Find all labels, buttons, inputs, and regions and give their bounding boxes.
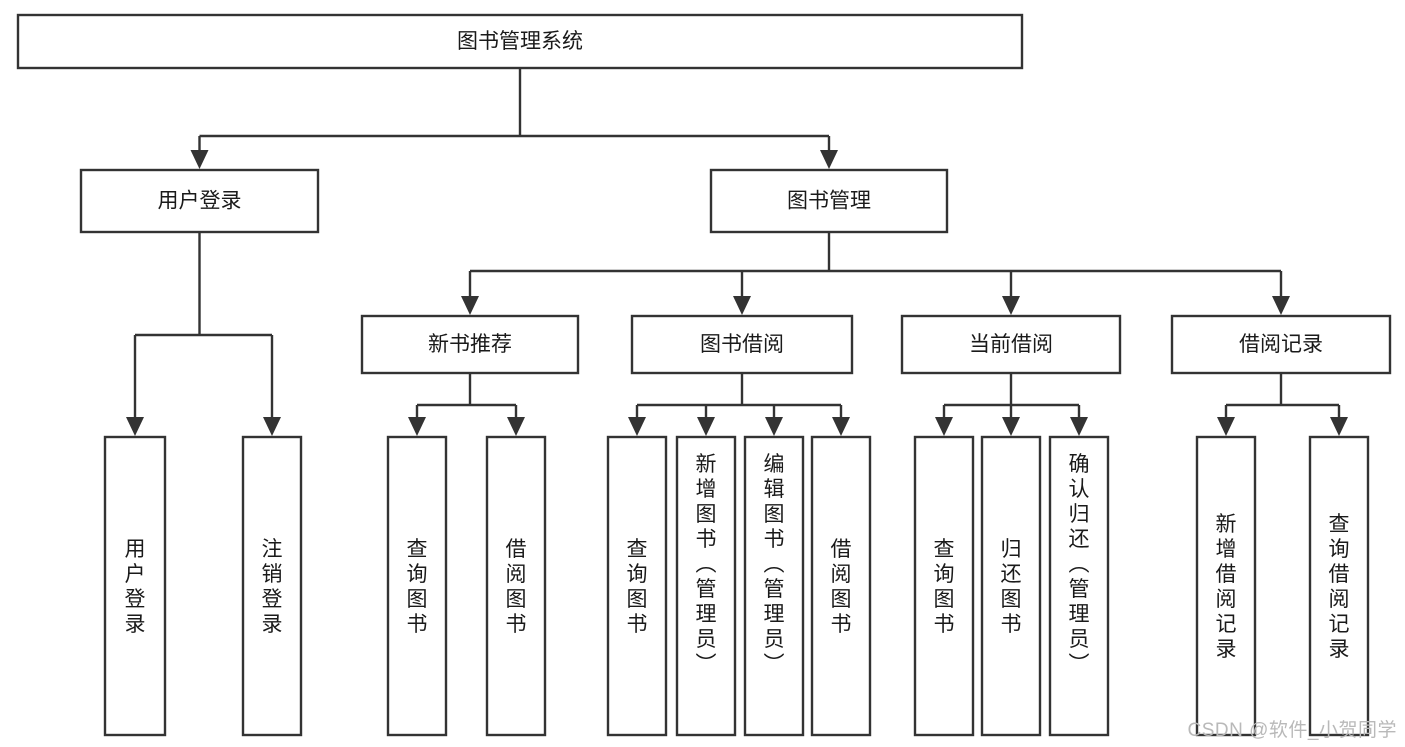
arrow-head-icon <box>820 150 838 169</box>
node-l_add_record[interactable]: 新增借阅记录 <box>1195 435 1257 737</box>
node-label: 查询图书 <box>627 538 648 636</box>
arrow-head-icon <box>461 296 479 315</box>
node-l_logout[interactable]: 注销登录 <box>241 435 303 737</box>
node-n_book_mgmt[interactable]: 图书管理 <box>709 168 949 234</box>
node-label: 注销登录 <box>262 538 283 636</box>
arrow-head-icon <box>1002 417 1020 436</box>
arrow-head-icon <box>765 417 783 436</box>
arrow-head-icon <box>935 417 953 436</box>
arrow-head-icon <box>190 150 209 169</box>
edge-group-n_new_rec <box>408 373 525 436</box>
edge-group-root <box>190 68 838 169</box>
arrow-head-icon <box>1002 296 1020 315</box>
node-label: 查询借阅记录 <box>1329 513 1350 661</box>
arrow-head-icon <box>1330 417 1348 436</box>
node-label: 借阅图书 <box>831 538 852 636</box>
node-box[interactable] <box>980 435 1042 737</box>
node-label: 新增图书︵管理员︶ <box>696 453 717 676</box>
arrow-head-icon <box>408 417 426 436</box>
node-l_add_book[interactable]: 新增图书︵管理员︶ <box>675 435 737 737</box>
node-l_borrow_book_b[interactable]: 借阅图书 <box>810 435 872 737</box>
arrow-head-icon <box>832 417 850 436</box>
node-label: 图书借阅 <box>700 333 784 356</box>
node-l_query_book_a[interactable]: 查询图书 <box>386 435 448 737</box>
node-n_borrow[interactable]: 图书借阅 <box>630 314 854 375</box>
node-box[interactable] <box>709 168 949 234</box>
node-box[interactable] <box>1195 435 1257 737</box>
node-label: 编辑图书︵管理员︶ <box>764 453 785 676</box>
node-label: 图书管理系统 <box>457 30 583 53</box>
node-label: 用户登录 <box>125 538 146 636</box>
edges-layer <box>126 68 1348 436</box>
arrow-head-icon <box>1217 417 1235 436</box>
node-label: 当前借阅 <box>969 333 1053 356</box>
node-box[interactable] <box>810 435 872 737</box>
arrow-head-icon <box>507 417 525 436</box>
node-l_edit_book[interactable]: 编辑图书︵管理员︶ <box>743 435 805 737</box>
node-box[interactable] <box>386 435 448 737</box>
node-l_borrow_book_a[interactable]: 借阅图书 <box>485 435 547 737</box>
arrow-head-icon <box>733 296 751 315</box>
arrow-head-icon <box>126 417 144 436</box>
node-n_new_rec[interactable]: 新书推荐 <box>360 314 580 375</box>
edge-group-n_book_mgmt <box>461 232 1290 315</box>
node-box[interactable] <box>913 435 975 737</box>
node-l_return_book[interactable]: 归还图书 <box>980 435 1042 737</box>
node-label: 归还图书 <box>1001 538 1022 636</box>
node-box[interactable] <box>79 168 320 234</box>
node-box[interactable] <box>743 435 805 737</box>
node-label: 新书推荐 <box>428 333 512 356</box>
node-box[interactable] <box>900 314 1122 375</box>
node-box[interactable] <box>606 435 668 737</box>
edge-group-n_records <box>1217 373 1348 436</box>
node-box[interactable] <box>1048 435 1110 737</box>
arrow-head-icon <box>628 417 646 436</box>
arrow-head-icon <box>1272 296 1290 315</box>
node-label: 确认归还︵管理员︶ <box>1069 453 1090 676</box>
node-l_query_record[interactable]: 查询借阅记录 <box>1308 435 1370 737</box>
nodes-layer: 图书管理系统用户登录图书管理新书推荐图书借阅当前借阅借阅记录用户登录注销登录查询… <box>16 13 1392 737</box>
node-label: 图书管理 <box>787 190 871 213</box>
node-label: 查询图书 <box>934 538 955 636</box>
node-label: 新增借阅记录 <box>1216 513 1237 661</box>
arrow-head-icon <box>1070 417 1088 436</box>
node-label: 用户登录 <box>158 190 242 213</box>
node-box[interactable] <box>1308 435 1370 737</box>
node-box[interactable] <box>1170 314 1392 375</box>
node-l_confirm_return[interactable]: 确认归还︵管理员︶ <box>1048 435 1110 737</box>
node-label: 查询图书 <box>407 538 428 636</box>
node-n_current[interactable]: 当前借阅 <box>900 314 1122 375</box>
edge-group-n_current <box>935 373 1088 436</box>
node-box[interactable] <box>16 13 1024 70</box>
node-box[interactable] <box>675 435 737 737</box>
node-box[interactable] <box>241 435 303 737</box>
node-n_records[interactable]: 借阅记录 <box>1170 314 1392 375</box>
node-l_query_book_c[interactable]: 查询图书 <box>913 435 975 737</box>
arrow-head-icon <box>263 417 281 436</box>
node-box[interactable] <box>103 435 167 737</box>
node-n_user_login[interactable]: 用户登录 <box>79 168 320 234</box>
edge-group-n_user_login <box>126 232 281 436</box>
node-box[interactable] <box>630 314 854 375</box>
node-root[interactable]: 图书管理系统 <box>16 13 1024 70</box>
node-box[interactable] <box>360 314 580 375</box>
edge-group-n_borrow <box>628 373 850 436</box>
node-box[interactable] <box>485 435 547 737</box>
node-l_user_login[interactable]: 用户登录 <box>103 435 167 737</box>
node-label: 借阅图书 <box>506 538 527 636</box>
node-label: 借阅记录 <box>1239 333 1323 356</box>
arrow-head-icon <box>697 417 715 436</box>
node-l_query_book_b[interactable]: 查询图书 <box>606 435 668 737</box>
